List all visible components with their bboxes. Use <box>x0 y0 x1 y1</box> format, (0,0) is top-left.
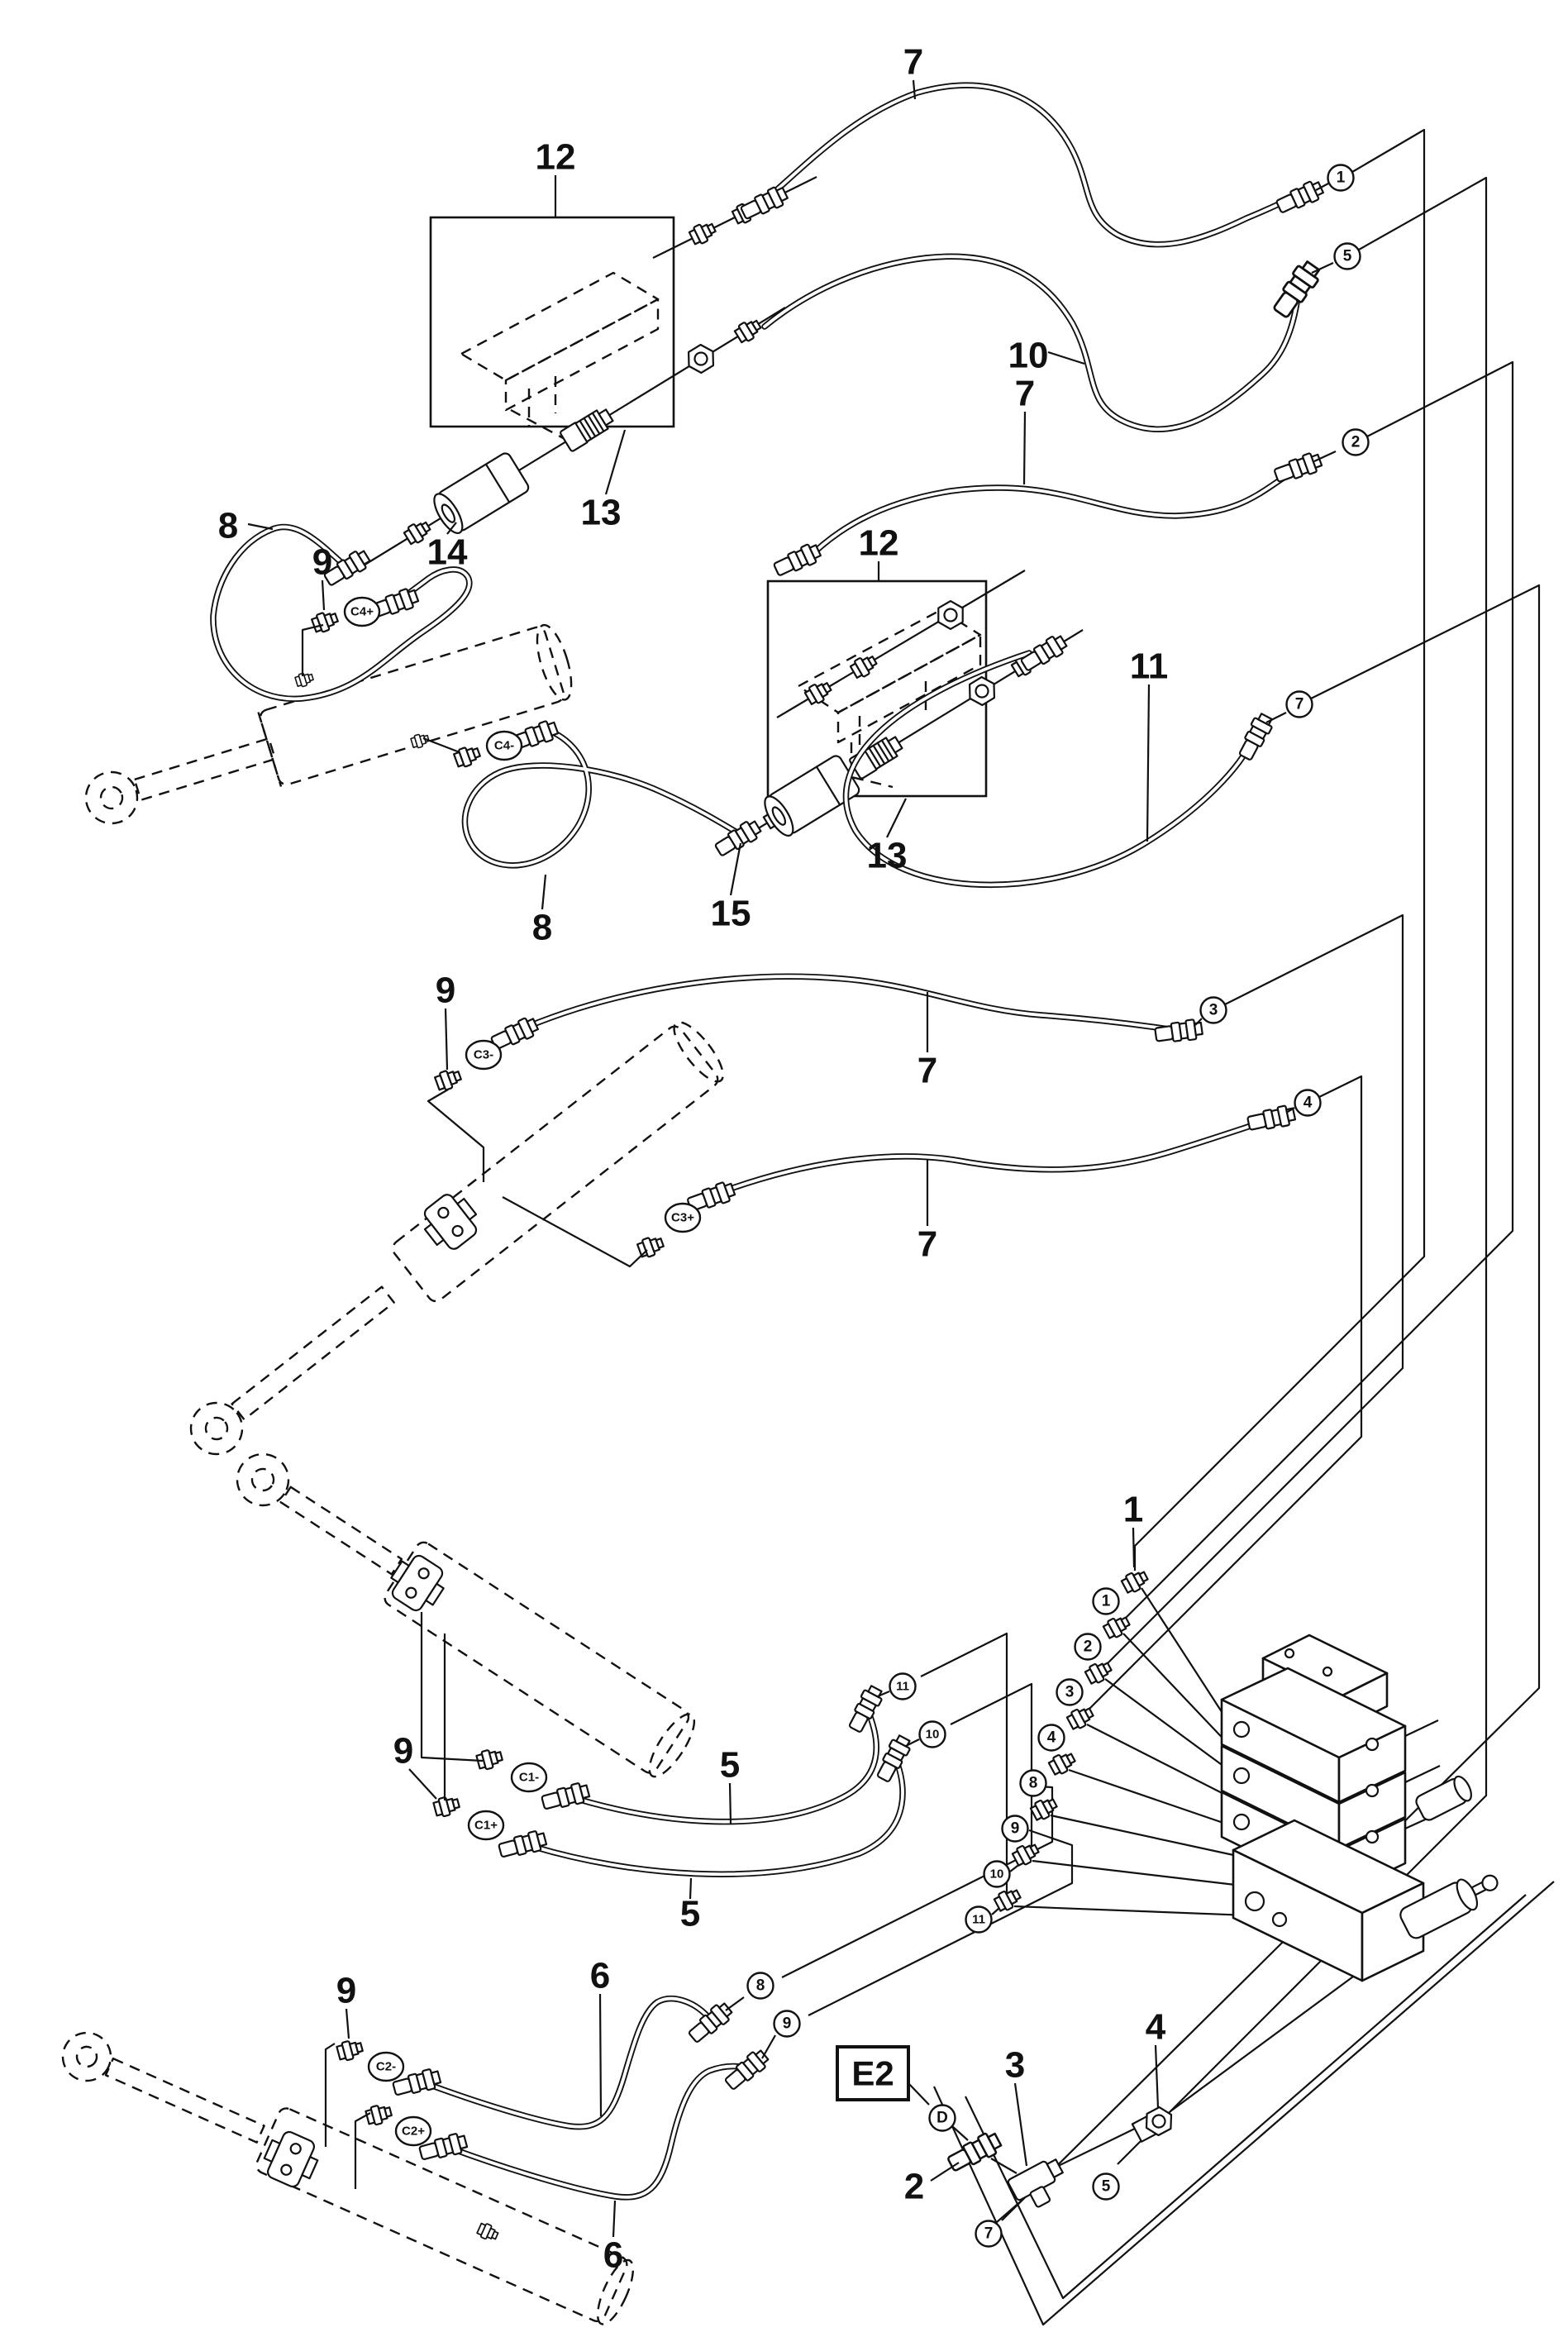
svg-text:C2-: C2- <box>376 2060 396 2074</box>
callout-part-14: 14 <box>427 532 468 573</box>
callout-port-7: 7 <box>975 2220 1003 2248</box>
callout-fitting-9-c3: 9 <box>436 971 455 1011</box>
svg-text:C3-: C3- <box>474 1048 493 1062</box>
callout-valve-port-4: 4 <box>1037 1724 1065 1752</box>
callout-port-D: D <box>928 2104 956 2132</box>
leader-lines <box>247 79 1337 2238</box>
callout-hose-8-top: 8 <box>218 506 238 546</box>
callout-hose-5-upper: 5 <box>720 1745 740 1786</box>
callout-labels: 7121081413971211131589771559696234152734… <box>218 42 1370 2276</box>
label-port-c1-minus: C1- <box>510 1762 548 1793</box>
callout-hose-end-11: 11 <box>889 1672 917 1700</box>
svg-text:C3+: C3+ <box>671 1211 694 1225</box>
callout-valve-port-9: 9 <box>1001 1815 1029 1843</box>
label-port-c2-plus: C2+ <box>394 2115 432 2147</box>
svg-text:C4-: C4- <box>494 739 514 753</box>
callout-adapter-1-valve: 1 <box>1123 1490 1143 1530</box>
svg-text:C4+: C4+ <box>350 605 374 619</box>
callout-bracket-12-top: 12 <box>536 137 576 178</box>
callout-part-2: 2 <box>904 2167 924 2207</box>
svg-text:2: 2 <box>1351 434 1361 451</box>
svg-text:C2+: C2+ <box>402 2125 425 2139</box>
svg-text:7: 7 <box>1295 696 1304 713</box>
bracket-assembly-mid <box>722 570 1084 851</box>
svg-text:9: 9 <box>783 2015 792 2033</box>
callout-hose-end-4: 4 <box>1294 1089 1322 1117</box>
bracket-assembly-top <box>355 176 817 571</box>
label-connector-E2: E2 <box>836 2045 910 2101</box>
cylinder-c2 <box>61 2031 635 2325</box>
callout-hose-7-fourth: 7 <box>917 1224 937 1265</box>
label-port-c1-plus: C1+ <box>467 1810 505 1841</box>
svg-text:1: 1 <box>1102 1593 1111 1610</box>
svg-text:11: 11 <box>972 1913 985 1927</box>
callout-part-13-mid: 13 <box>867 836 908 876</box>
svg-text:C1-: C1- <box>519 1771 539 1785</box>
svg-text:4: 4 <box>1303 1095 1313 1112</box>
callout-hose-end-8: 8 <box>746 1972 774 2000</box>
svg-text:C1+: C1+ <box>474 1819 498 1833</box>
label-port-c3-plus: C3+ <box>664 1202 702 1233</box>
svg-text:9: 9 <box>1011 1820 1020 1838</box>
callout-part-3: 3 <box>1005 2045 1025 2086</box>
callout-hose-6-lower: 6 <box>603 2235 623 2276</box>
svg-text:5: 5 <box>1343 248 1352 265</box>
callout-valve-port-1: 1 <box>1092 1587 1120 1615</box>
callout-valve-port-10: 10 <box>983 1860 1011 1888</box>
callout-hose-end-9: 9 <box>773 2010 801 2038</box>
label-port-c4-plus: C4+ <box>343 596 381 627</box>
callout-valve-port-8: 8 <box>1019 1769 1047 1797</box>
callout-hose-6-upper: 6 <box>590 1956 610 1996</box>
hoses <box>210 82 1308 2201</box>
callout-fitting-9-c2: 9 <box>336 1971 356 2011</box>
callout-port-5: 5 <box>1092 2172 1120 2201</box>
callout-hose-8-mid: 8 <box>532 908 552 948</box>
svg-text:D: D <box>937 2110 948 2127</box>
callout-valve-port-2: 2 <box>1074 1633 1102 1661</box>
svg-text:10: 10 <box>990 1867 1004 1882</box>
callout-hose-7-top: 7 <box>903 42 923 83</box>
callout-hose-5-lower: 5 <box>680 1894 700 1934</box>
callout-hose-end-5: 5 <box>1333 242 1361 270</box>
callout-hose-7-third: 7 <box>917 1051 937 1091</box>
callout-valve-port-11: 11 <box>965 1905 993 1934</box>
callout-hose-10: 10 <box>1008 336 1049 376</box>
callout-valve-port-3: 3 <box>1056 1678 1084 1706</box>
callout-bracket-12-mid: 12 <box>859 523 899 564</box>
callout-hose-end-10: 10 <box>918 1720 946 1748</box>
svg-text:E2: E2 <box>851 2054 894 2093</box>
label-port-c3-minus: C3- <box>465 1039 503 1071</box>
callout-part-4: 4 <box>1146 2007 1166 2048</box>
svg-text:7: 7 <box>984 2225 994 2243</box>
svg-text:8: 8 <box>756 1977 765 1995</box>
svg-text:4: 4 <box>1047 1729 1056 1747</box>
svg-text:8: 8 <box>1029 1775 1038 1792</box>
tee-fitting-3 <box>1007 2158 1064 2208</box>
svg-text:3: 3 <box>1065 1684 1075 1701</box>
callout-hose-end-7: 7 <box>1285 690 1313 718</box>
fitting-4 <box>1131 2106 1173 2143</box>
callout-fitting-9-c4: 9 <box>312 542 332 583</box>
callout-hose-7-second: 7 <box>1015 374 1035 414</box>
callout-hose-end-1: 1 <box>1327 164 1355 192</box>
callout-hose-11: 11 <box>1130 646 1169 687</box>
label-port-c4-minus: C4- <box>485 730 523 761</box>
callout-hose-end-2: 2 <box>1342 428 1370 456</box>
callout-hose-end-3: 3 <box>1199 996 1227 1024</box>
callout-part-13-top: 13 <box>581 493 622 533</box>
svg-text:2: 2 <box>1084 1638 1093 1656</box>
callout-part-15: 15 <box>711 894 751 934</box>
routing-lines <box>781 128 1555 2326</box>
valve-block <box>1220 1634 1499 1982</box>
label-port-c2-minus: C2- <box>367 2051 405 2082</box>
cylinder-c1 <box>236 1452 696 1778</box>
svg-text:11: 11 <box>896 1680 909 1694</box>
fittings <box>309 177 1327 2208</box>
svg-text:3: 3 <box>1209 1002 1218 1019</box>
svg-text:5: 5 <box>1102 2178 1111 2196</box>
svg-text:1: 1 <box>1337 169 1346 187</box>
svg-text:10: 10 <box>926 1728 940 1742</box>
callout-fitting-9-c1: 9 <box>393 1731 413 1772</box>
